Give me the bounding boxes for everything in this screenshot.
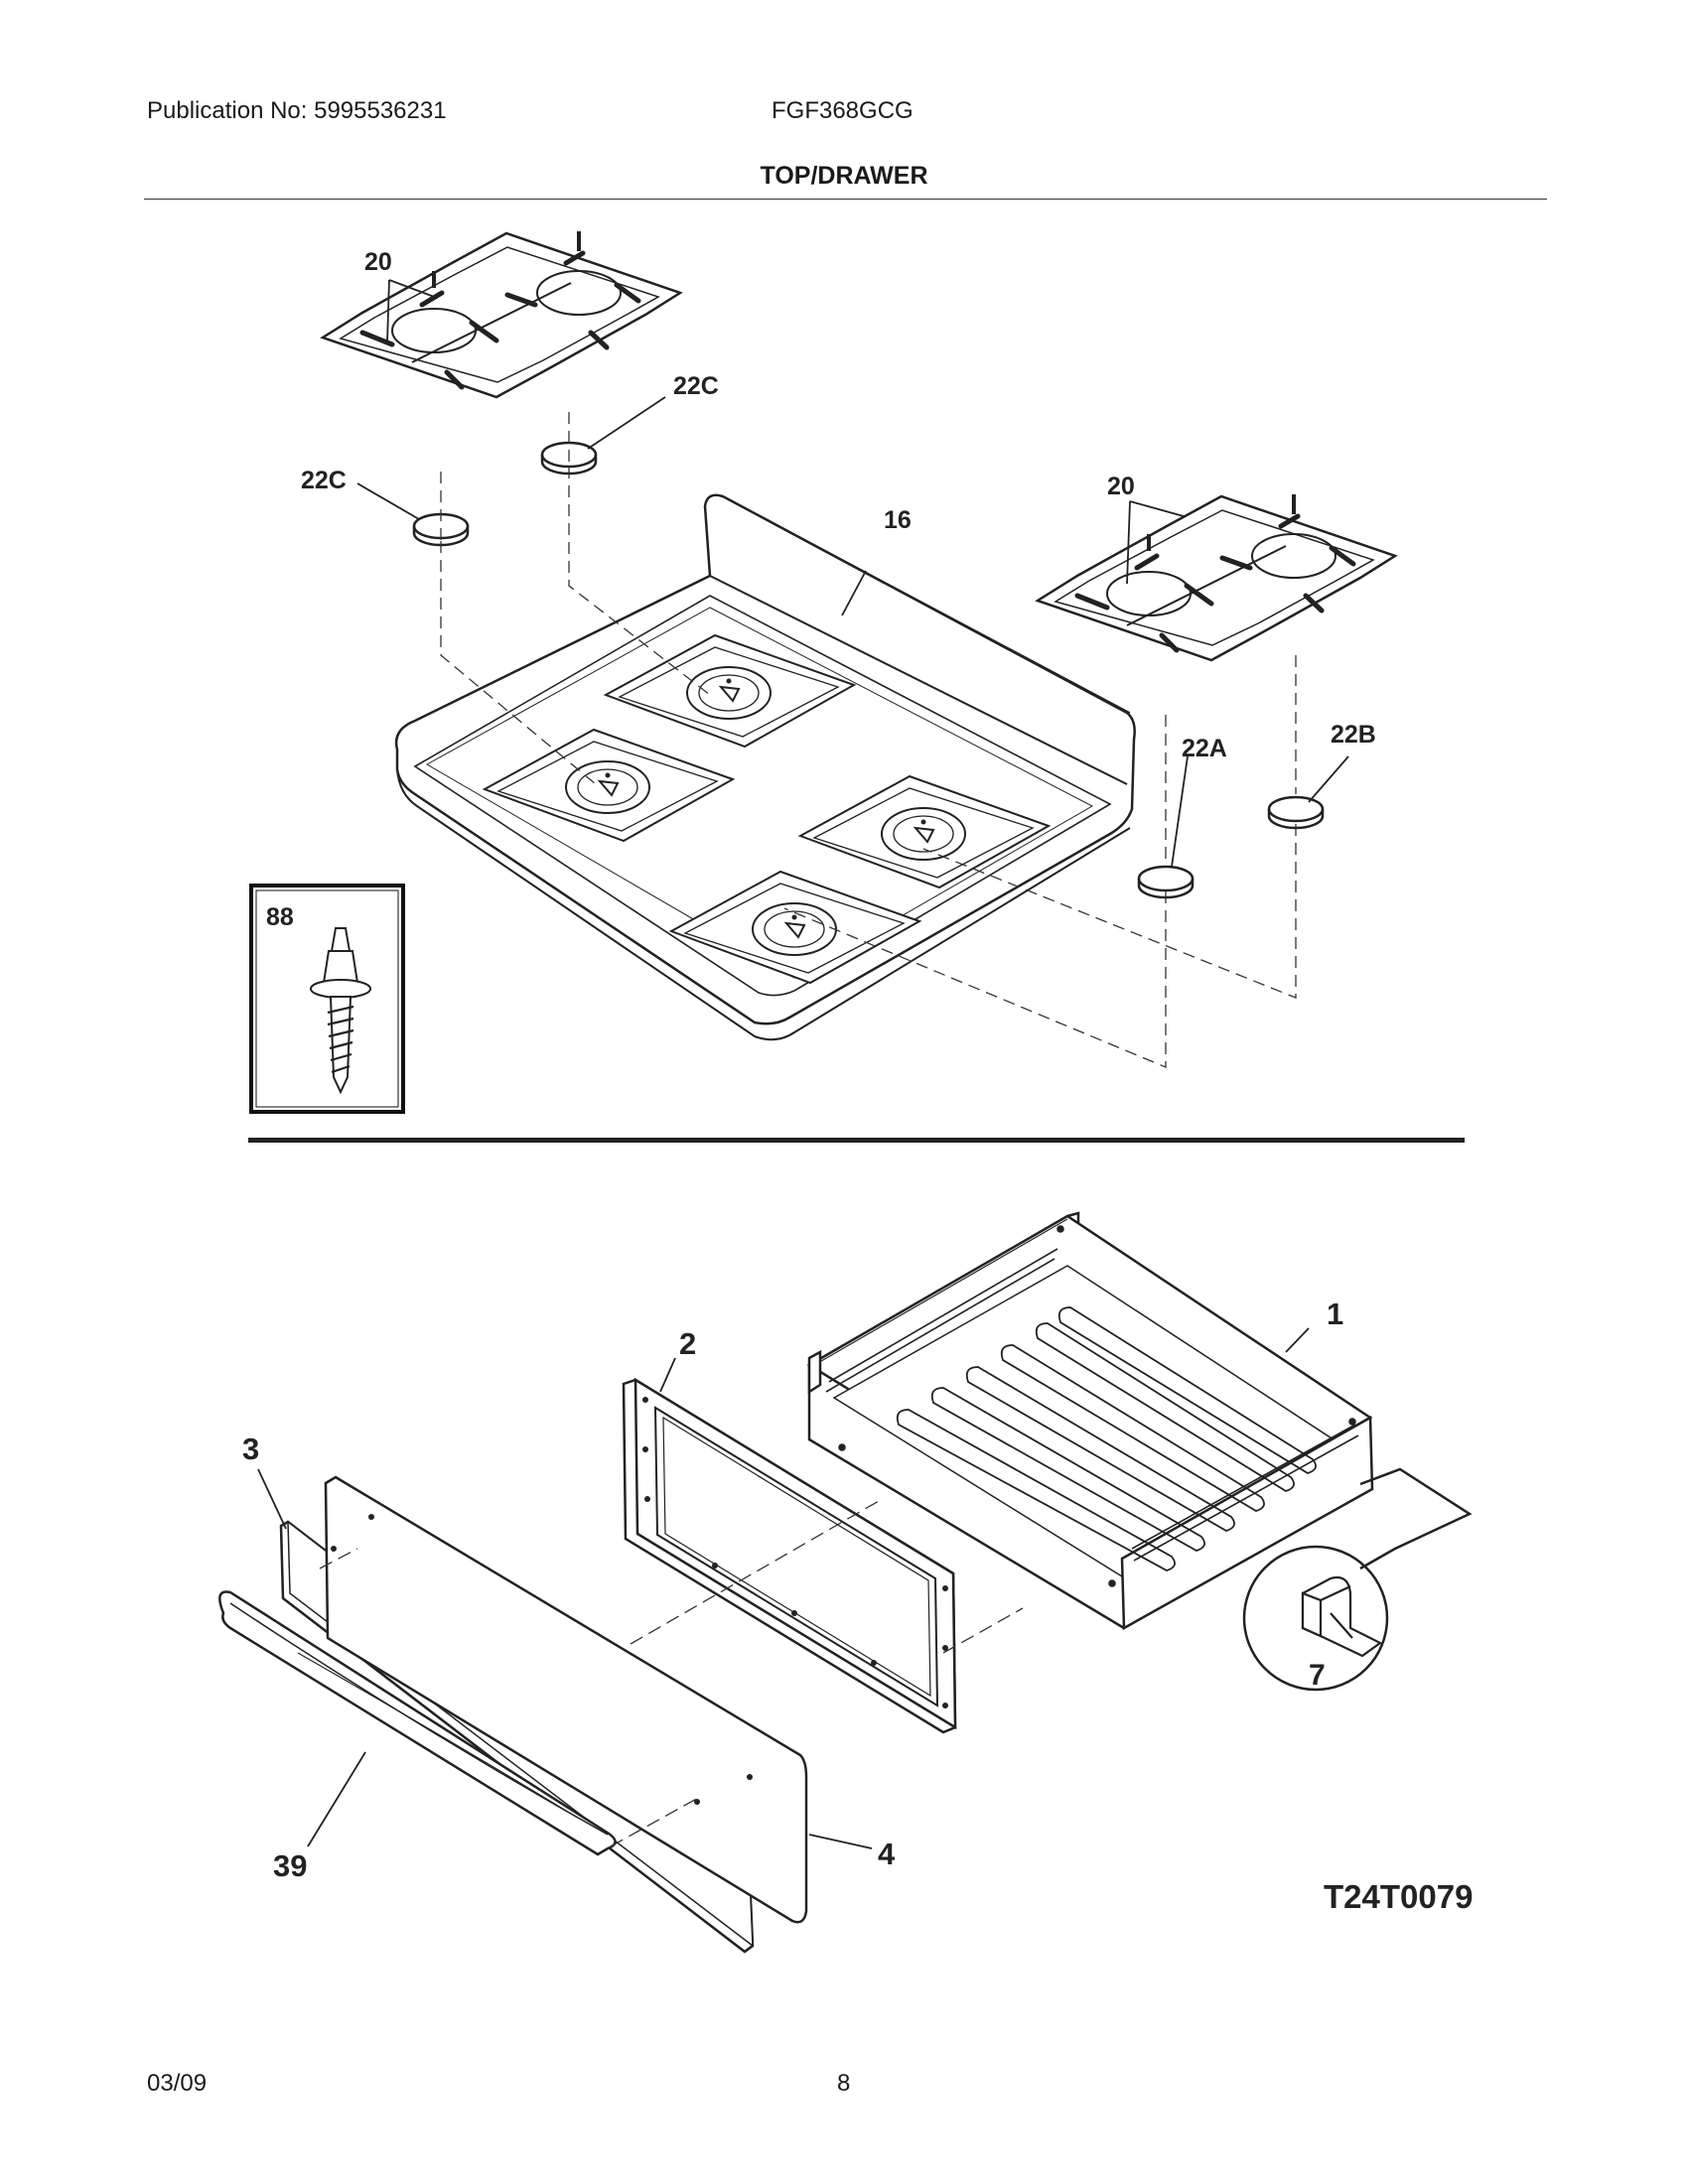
alignment-lines-top: [440, 412, 1297, 1068]
callout-7: 7: [1309, 1659, 1326, 1692]
callout-3: 3: [242, 1432, 259, 1466]
drawer-handle: [218, 1590, 617, 1856]
section-divider: [248, 1138, 1465, 1143]
model-number: FGF368GCG: [772, 97, 914, 124]
callout-22a: 22A: [1182, 735, 1227, 762]
section-title: TOP/DRAWER: [760, 162, 928, 190]
publication-number: Publication No: 5995536231: [147, 97, 447, 124]
shoulder-screw: [310, 927, 371, 1095]
drawer-floor-ribs: [896, 1306, 1317, 1571]
burner-cap-22b: [1267, 795, 1325, 830]
leader-lines-top: [356, 279, 1349, 868]
header-rule: [144, 199, 1547, 200]
door-clip: [1301, 1575, 1383, 1658]
drawer-front-panel: [324, 1475, 808, 1924]
diagram-id: T24T0079: [1324, 1878, 1473, 1915]
footer-date: 03/09: [147, 2070, 208, 2097]
drawer-liner-panel: [622, 1377, 957, 1734]
burner-grate-right: [1038, 494, 1395, 660]
callout-22c-lower: 22C: [301, 467, 347, 494]
callout-1: 1: [1327, 1297, 1343, 1331]
callout-22b: 22B: [1331, 721, 1376, 749]
callout-4: 4: [878, 1837, 896, 1871]
clip-detail: 7: [1242, 1467, 1473, 1692]
leader-lines-drawer: [257, 1327, 1310, 1849]
callout-20-left: 20: [364, 248, 392, 276]
cooktop-main-top: [394, 493, 1136, 1041]
callout-22c-upper: 22C: [673, 372, 719, 400]
callout-16: 16: [884, 506, 912, 534]
inset-box-88: 88: [249, 884, 405, 1114]
callout-2: 2: [679, 1326, 696, 1361]
drawer-side-rails: [825, 1225, 1359, 1587]
callout-39: 39: [273, 1848, 307, 1883]
callout-88: 88: [266, 903, 294, 931]
alignment-lines-drawer: [319, 1500, 1024, 1847]
page-number: 8: [837, 2070, 851, 2097]
callout-20-right: 20: [1107, 473, 1135, 500]
drawer-body: [806, 1211, 1374, 1631]
